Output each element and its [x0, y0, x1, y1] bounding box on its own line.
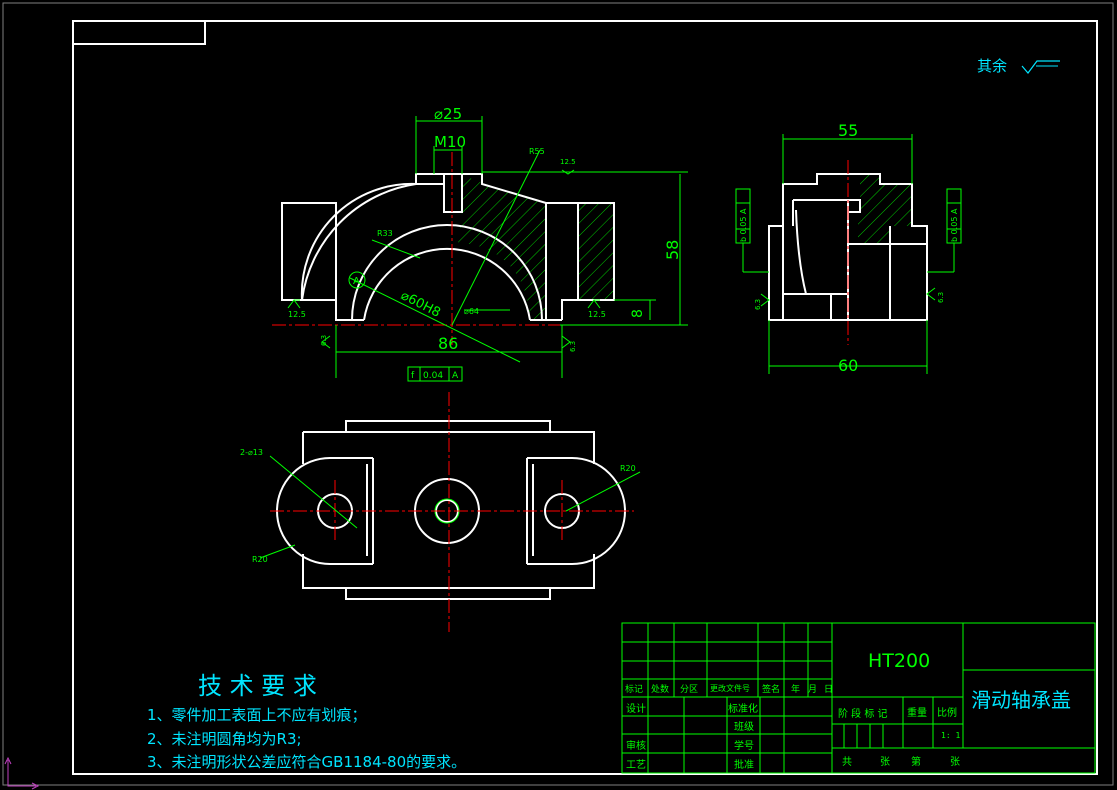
tb-row-label-4: 签名 [762, 685, 781, 695]
drawing-frame [72, 20, 1098, 775]
tol-symbol: f [411, 371, 415, 381]
tb-total-label: 共 [842, 757, 852, 768]
tb-scale-value: 1: 1 [941, 731, 961, 740]
dim-86: 86 [438, 334, 458, 353]
tol-right-vertical: b 0.05 A [950, 208, 959, 242]
front-view: ⌀25 M10 R55 R33 ⌀60H8 ⌀64 86 58 8 A 12.5… [272, 105, 688, 382]
tol-value: 0.04 [423, 371, 443, 381]
tb-student-id: 学号 [734, 741, 754, 752]
top-view: 2-⌀13 R20 R20 [240, 392, 641, 632]
tech-requirement-3: 3、未注明形状公差应符合GB1184-80的要求。 [147, 753, 467, 771]
tb-class: 班级 [734, 722, 754, 733]
section-hatch-side [858, 174, 912, 244]
roughness-6-3-c: 6.3 [754, 299, 762, 310]
tb-weight-label: 重量 [907, 708, 927, 719]
dim-60: 60 [838, 356, 858, 375]
dim-dia64: ⌀64 [464, 307, 479, 316]
dim-r20-right: R20 [620, 464, 636, 473]
general-roughness-note: 其余 [977, 57, 1060, 75]
roughness-6-3-b: 6.3 [320, 335, 328, 346]
tb-standardize: 标准化 [728, 704, 758, 715]
dim-dia25: ⌀25 [434, 105, 462, 123]
tb-scale-label: 比例 [937, 708, 957, 719]
corner-code-box [72, 20, 206, 45]
dim-8: 8 [630, 309, 646, 318]
section-hatch-front-right [578, 203, 614, 301]
section-hatch-front [458, 175, 546, 320]
roughness-6-3-a: 6.3 [569, 341, 577, 352]
tb-row-label-2: 分区 [680, 685, 699, 695]
tb-row-label-7: 日 [824, 685, 834, 695]
tb-process: 工艺 [626, 760, 646, 771]
roughness-6-3-d: 6.3 [937, 292, 945, 303]
ucs-axis-icon [4, 756, 40, 790]
part-name: 滑动轴承盖 [971, 688, 1071, 712]
tb-row-label-3: 更改文件号 [710, 684, 750, 693]
tb-row-label-5: 年 [791, 685, 801, 695]
tech-requirement-1: 1、零件加工表面上不应有划痕； [147, 706, 367, 724]
tb-stage-label: 阶 段 标 记 [838, 709, 888, 720]
tol-datum: A [452, 371, 459, 381]
svg-text:其余: 其余 [977, 57, 1007, 75]
tech-requirement-2: 2、未注明圆角均为R3; [147, 730, 302, 748]
side-view: 55 60 b 0.05 A b 0.05 A 6.3 6.3 [735, 121, 962, 375]
tb-review: 审核 [626, 741, 646, 752]
dim-r55: R55 [529, 147, 545, 156]
dim-r33: R33 [377, 229, 393, 238]
roughness-12-5-c: 12.5 [560, 158, 576, 166]
tb-sheet-no-label: 第 [911, 757, 921, 768]
dim-r20-left: R20 [252, 555, 268, 564]
dim-2-holes-13: 2-⌀13 [240, 448, 263, 457]
roughness-12-5-a: 12.5 [288, 310, 306, 319]
tol-left-vertical: b 0.05 A [739, 208, 748, 242]
dim-58: 58 [663, 240, 682, 260]
tb-row-label-6: 月 [808, 685, 818, 695]
tb-approve: 批准 [734, 760, 754, 771]
tb-design: 设计 [626, 704, 646, 715]
dim-m10: M10 [434, 133, 466, 151]
tb-sheets-label: 张 [880, 757, 890, 768]
title-block [621, 622, 1096, 774]
tb-sheet-label: 张 [950, 757, 960, 768]
datum-circle-label: A [353, 276, 360, 287]
tech-requirements-title: 技 术 要 求 [198, 672, 317, 700]
tb-row-label-1: 处数 [651, 685, 670, 695]
tb-row-label-0: 标记 [625, 685, 644, 695]
roughness-12-5-b: 12.5 [588, 310, 606, 319]
dim-55: 55 [838, 121, 858, 140]
material-label: HT200 [868, 650, 931, 672]
